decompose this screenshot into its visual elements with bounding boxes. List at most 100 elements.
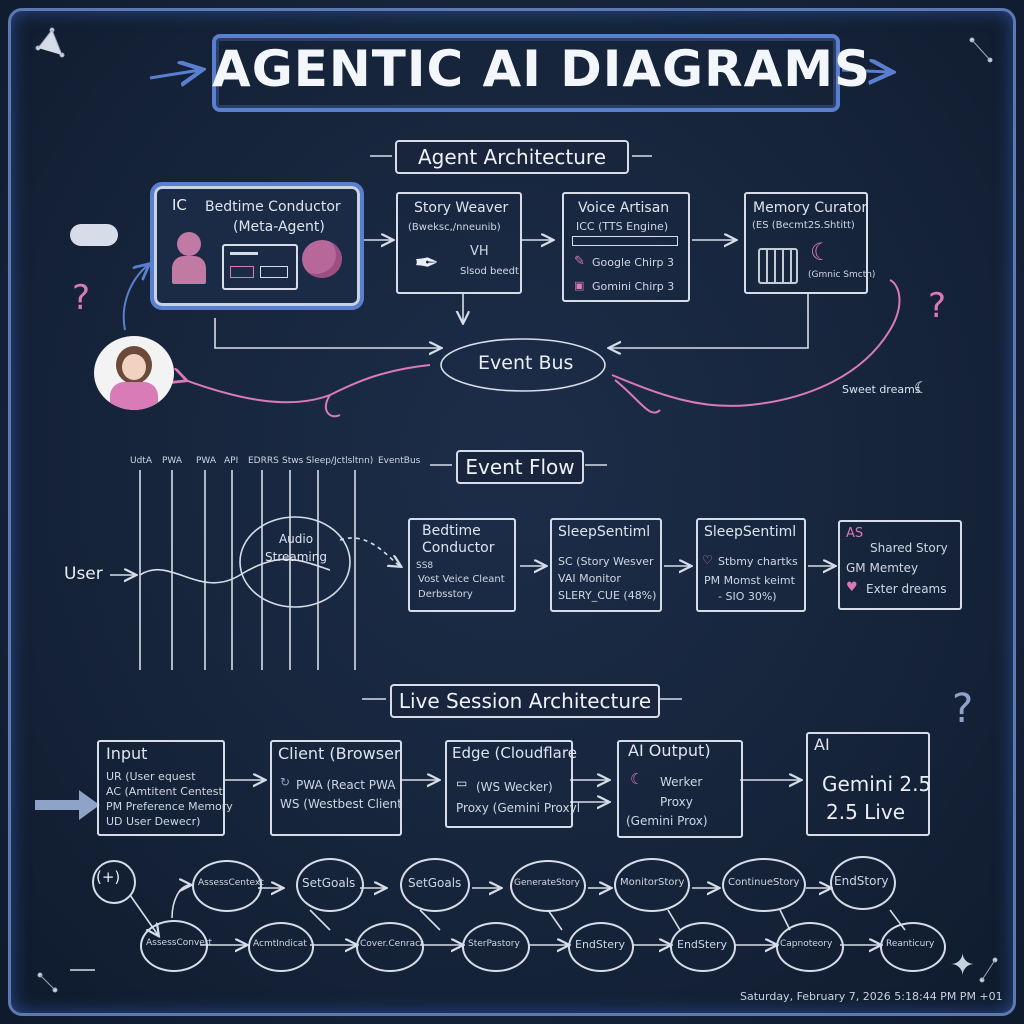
lane-label-3: PWA bbox=[196, 456, 216, 466]
flow-conductor-line2: Vost Veice Cleant bbox=[418, 574, 505, 585]
live-client-box bbox=[270, 740, 402, 836]
state-bottom-7 bbox=[776, 922, 844, 972]
question-mark-icon-right: ? bbox=[928, 286, 947, 326]
flow-conductor-box bbox=[408, 518, 516, 612]
flow-sentinel1-box bbox=[550, 518, 662, 612]
weaver-line3: Slsod beedt bbox=[460, 266, 519, 277]
memory-line1: (ES (Becmt2S.Shtitt) bbox=[752, 220, 855, 231]
state-bottom-4 bbox=[462, 922, 530, 972]
state-bottom-5-label: EndStery bbox=[575, 938, 625, 951]
artisan-line3: Gomini Chirp 3 bbox=[592, 280, 675, 293]
live-input-title: Input bbox=[106, 744, 148, 763]
memory-title: Memory Curator bbox=[753, 200, 868, 216]
page-title: AGENTIC AI DIAGRAMS bbox=[212, 40, 872, 98]
heart-icon: ♥ bbox=[846, 580, 858, 595]
quill-icon: ✒ bbox=[414, 246, 440, 281]
weaver-line1: (Bweksc,/nneunib) bbox=[408, 222, 501, 233]
voice-artisan-card bbox=[562, 192, 690, 302]
book-icon: ▭ bbox=[456, 776, 468, 790]
live-edge-title: Edge (Cloudflare bbox=[452, 744, 577, 762]
state-start-label: (+) bbox=[96, 868, 121, 886]
artisan-divider bbox=[572, 236, 678, 246]
weaver-title: Story Weaver bbox=[414, 200, 509, 216]
story-weaver-card bbox=[396, 192, 522, 294]
artisan-title: Voice Artisan bbox=[578, 200, 670, 216]
timestamp: Saturday, February 7, 2026 5:18:44 PM PM… bbox=[740, 990, 1003, 1003]
question-mark-icon: ? bbox=[72, 278, 91, 318]
state-start-node bbox=[92, 860, 136, 904]
conductor-code: IC bbox=[172, 196, 187, 214]
lane-label-1: UdtA bbox=[130, 456, 152, 466]
lane-label-6: Stws bbox=[282, 456, 304, 466]
live-input-line1: UR (User equest bbox=[106, 770, 196, 783]
flow-output-line1: Shared Story bbox=[870, 541, 948, 555]
live-edge-box bbox=[445, 740, 573, 828]
audio-streaming-label: Audio Streaming bbox=[265, 532, 327, 564]
section-agent-architecture: Agent Architecture bbox=[395, 140, 629, 174]
moon-icon: ☾ bbox=[810, 238, 832, 266]
conductor-title: Bedtime Conductor bbox=[205, 199, 341, 215]
flow-sentinel1-line1: SC (Story Wesver bbox=[558, 555, 654, 568]
crescent-icon: ☾ bbox=[914, 378, 929, 397]
state-bottom-3-label: Cover.Cenract bbox=[360, 939, 424, 949]
heart-outline-icon: ♡ bbox=[702, 553, 713, 567]
board-frame bbox=[8, 8, 1016, 1016]
flow-sentinel2-line1: Stbmy chartks bbox=[718, 555, 798, 568]
state-top-1 bbox=[192, 860, 262, 912]
live-output-line3: (Gemini Prox) bbox=[626, 814, 708, 828]
live-edge-line2: Proxy (Gemini Proxyl bbox=[456, 801, 581, 815]
memory-line2: (Gmnic Smcth) bbox=[808, 270, 876, 280]
state-top-4 bbox=[510, 860, 586, 912]
state-bottom-8 bbox=[880, 922, 946, 972]
live-edge-line1: (WS Wecker) bbox=[476, 780, 553, 794]
live-moon-icon: ☾ bbox=[630, 770, 644, 788]
state-top-5 bbox=[614, 858, 690, 912]
lane-label-4: API bbox=[224, 456, 239, 466]
live-client-title: Client (Browser bbox=[278, 744, 401, 763]
live-ai-line1: Gemini 2.5 bbox=[822, 772, 932, 796]
live-output-line2: Proxy bbox=[660, 795, 693, 809]
dashboard-icon bbox=[222, 244, 298, 290]
live-ai-title: AI bbox=[814, 735, 830, 754]
live-input-line4: UD User Dewecr) bbox=[106, 815, 201, 828]
state-bottom-2 bbox=[248, 922, 314, 972]
speaker-icon: ▣ bbox=[574, 279, 585, 292]
cloud-icon bbox=[70, 224, 118, 246]
conductor-subtitle: (Meta-Agent) bbox=[233, 219, 325, 235]
state-top-6 bbox=[722, 858, 806, 912]
flow-conductor-line3: Derbsstory bbox=[418, 589, 473, 600]
live-client-line1: PWA (React PWA bbox=[296, 778, 396, 792]
state-bottom-2-label: AcmtIndicat bbox=[253, 939, 307, 949]
live-output-box bbox=[617, 740, 743, 838]
flow-sentinel2-line3: - SIO 30%) bbox=[718, 590, 777, 603]
state-top-6-label: ContinueStory bbox=[728, 877, 800, 888]
state-top-5-label: MonitorStory bbox=[620, 877, 685, 888]
person-icon bbox=[172, 232, 206, 286]
lane-label-5: EDRRS bbox=[248, 456, 279, 466]
state-top-3 bbox=[400, 858, 470, 912]
flow-output-box bbox=[838, 520, 962, 610]
sweet-dreams-label: Sweet dreams bbox=[842, 383, 921, 396]
lane-label-8: EventBus bbox=[378, 456, 421, 466]
live-output-title: AI Output) bbox=[628, 741, 711, 760]
brain-icon bbox=[302, 240, 342, 278]
flow-user-label: User bbox=[64, 564, 103, 584]
flow-sentinel1-line3: SLERY_CUE (48%) bbox=[558, 589, 657, 602]
state-top-7-label: EndStory bbox=[834, 874, 889, 888]
flow-sentinel2-title: SleepSentiml bbox=[704, 524, 797, 540]
flow-output-title: AS bbox=[846, 526, 864, 541]
live-input-box bbox=[97, 740, 225, 836]
section-live-session: Live Session Architecture bbox=[390, 684, 660, 718]
refresh-icon: ↻ bbox=[280, 775, 291, 789]
flow-sentinel2-box bbox=[696, 518, 806, 612]
state-bottom-8-label: Reanticury bbox=[886, 939, 935, 949]
flow-conductor-title: Bedtime Conductor bbox=[422, 523, 495, 556]
live-input-line3: PM Preference Memory bbox=[106, 800, 233, 813]
flow-output-line2: GM Memtey bbox=[846, 561, 919, 575]
state-bottom-4-label: SterPastory bbox=[468, 939, 520, 949]
artisan-line1: ICC (TTS Engine) bbox=[576, 220, 669, 233]
flow-sentinel2-line2: PM Momst keimt bbox=[704, 574, 795, 587]
flow-conductor-line1: SS8 bbox=[416, 561, 434, 571]
live-client-line2: WS (Westbest Client bbox=[280, 797, 402, 811]
